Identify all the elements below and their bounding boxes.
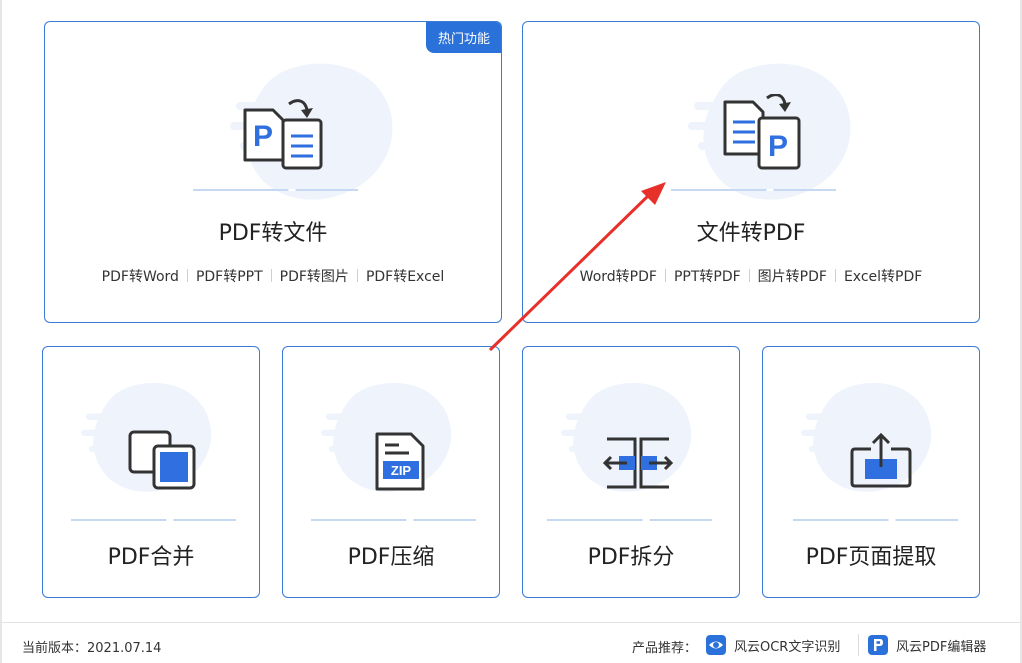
link-excel-to-pdf[interactable]: Excel转PDF [843,269,923,285]
link-pdf-to-ppt[interactable]: PDF转PPT [195,269,263,285]
product-name: 风云PDF编辑器 [896,639,987,655]
link-separator [748,269,750,282]
extract-page-icon [850,432,912,488]
link-image-to-pdf[interactable]: 图片转PDF [757,269,827,285]
decorative-blob [801,382,932,492]
svg-text:P: P [768,130,788,163]
doc-to-pdf-icon: P [723,94,801,170]
sub-links-row: Word转PDF PPT转PDF 图片转PDF Excel转PDF [523,266,979,286]
card-title: PDF压缩 [347,545,435,570]
link-ppt-to-pdf[interactable]: PPT转PDF [673,269,741,285]
footer-divider [2,622,1020,623]
card-title: PDF拆分 [587,545,675,570]
svg-text:P: P [253,120,273,153]
link-separator [186,269,188,282]
pdf-editor-icon [868,635,888,655]
card-pdf-page-extract[interactable]: PDF页面提取 [762,346,980,598]
product-name: 风云OCR文字识别 [734,639,841,655]
split-icon [603,437,673,489]
pdf-to-doc-icon: P [243,99,323,170]
version-label: 当前版本：2021.07.14 [22,641,162,656]
link-separator [356,269,358,282]
card-file-to-pdf[interactable]: P 文件转PDF Word转PDF PPT转PDF 图片转PDF Excel转PDF [522,21,980,323]
card-title: PDF页面提取 [805,545,937,570]
card-pdf-to-file[interactable]: 热门功能 P PDF转文件 PDF转Word PDF转PPT PDF转图片 PDF转E… [44,21,502,323]
zip-file-icon: ZIP [375,432,425,491]
dashed-divider [71,519,236,521]
decorative-blob [561,382,692,492]
window-right-edge [1020,0,1022,663]
card-title: PDF转文件 [218,221,328,246]
zip-icon-text: ZIP [391,463,412,478]
recommend-label: 产品推荐： [632,641,698,656]
dashed-divider [547,519,712,521]
window-left-edge [0,0,2,663]
merge-icon [128,430,196,490]
sub-links-row: PDF转Word PDF转PPT PDF转图片 PDF转Excel [45,266,501,286]
footer-separator [858,634,859,656]
product-link-ocr[interactable]: 风云OCR文字识别 [706,633,840,657]
link-pdf-to-image[interactable]: PDF转图片 [279,269,349,285]
card-pdf-merge[interactable]: PDF合并 [42,346,260,598]
dashed-divider [671,189,836,191]
dashed-divider [311,519,476,521]
link-pdf-to-excel[interactable]: PDF转Excel [365,269,445,285]
link-separator [270,269,272,282]
card-pdf-split[interactable]: PDF拆分 [522,346,740,598]
dashed-divider [793,519,958,521]
product-link-pdf-editor[interactable]: 风云PDF编辑器 [868,633,986,657]
card-title: PDF合并 [107,545,195,570]
link-word-to-pdf[interactable]: Word转PDF [579,269,657,285]
dashed-divider [193,189,358,191]
link-separator [664,269,666,282]
link-pdf-to-word[interactable]: PDF转Word [101,269,179,285]
card-title: 文件转PDF [696,221,806,246]
card-pdf-compress[interactable]: ZIP PDF压缩 [282,346,500,598]
hot-feature-badge: 热门功能 [426,22,501,53]
ocr-eye-icon [706,635,726,655]
link-separator [834,269,836,282]
